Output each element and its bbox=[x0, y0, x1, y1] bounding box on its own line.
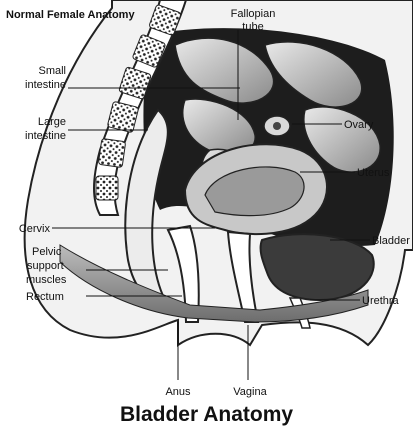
bladder-label: Bladder bbox=[372, 235, 410, 247]
pelvic-support-label-2: support bbox=[27, 260, 64, 272]
uterus-label: Uterus bbox=[357, 167, 390, 179]
pelvic-support-label-3: muscles bbox=[26, 274, 67, 286]
heading-label: Normal Female Anatomy bbox=[6, 9, 135, 21]
urethra-label: Urethra bbox=[362, 295, 400, 307]
cervix-label: Cervix bbox=[19, 223, 51, 235]
anus-label: Anus bbox=[165, 386, 191, 398]
vagina-label: Vagina bbox=[233, 386, 267, 398]
pelvic-support-label: Pelvic bbox=[32, 246, 62, 258]
rectum-label: Rectum bbox=[26, 291, 64, 303]
fallopian-tube-label: Fallopian bbox=[231, 8, 276, 20]
small-intestine-label: Small bbox=[38, 65, 66, 77]
diagram-title: Bladder Anatomy bbox=[0, 403, 413, 427]
small-intestine-label-2: intestine bbox=[25, 79, 66, 91]
large-intestine-label-2: intestine bbox=[25, 130, 66, 142]
large-intestine-label: Large bbox=[38, 116, 66, 128]
ovary-label: Ovary bbox=[344, 119, 374, 131]
fallopian-tube-label-2: tube bbox=[242, 21, 263, 33]
